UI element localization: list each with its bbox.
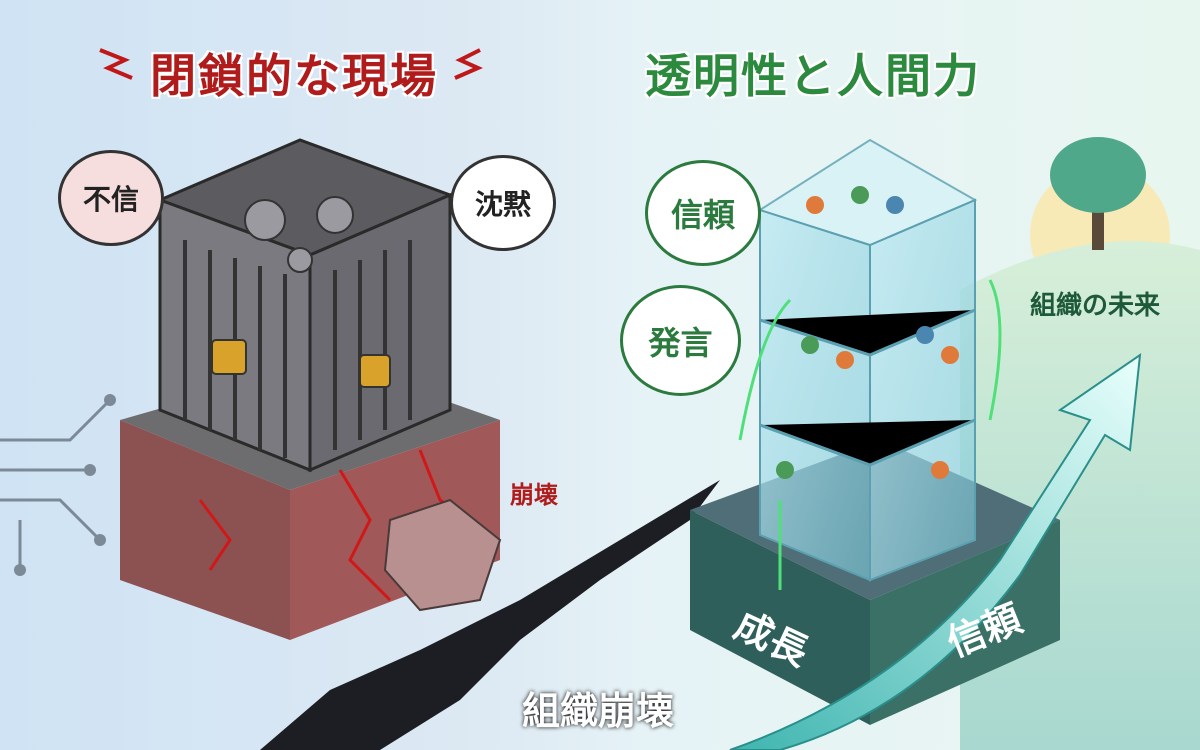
base-block-front (120, 420, 290, 640)
bubble-distrust: 不信 (58, 150, 164, 246)
bubble-silence: 沈黙 (450, 155, 556, 251)
cage-side (308, 192, 452, 473)
padlock-icon (359, 354, 391, 388)
tower-side (869, 198, 976, 582)
tower-base-front (690, 510, 870, 725)
ground-crack (260, 480, 720, 750)
collapse-label: 崩壊 (510, 481, 558, 509)
tower-front (759, 208, 871, 582)
growth-arrow (729, 352, 1142, 750)
people (776, 186, 959, 479)
right-title: 透明性と人間力 (645, 49, 981, 103)
padlock-icon (211, 339, 247, 375)
gear-icon (244, 196, 354, 273)
org-collapse-label: 組織崩壊 (522, 689, 675, 733)
bubble-trust: 信頼 (645, 160, 761, 266)
circuit-lines (0, 398, 112, 570)
bubble-speak-up: 発言 (620, 285, 741, 396)
left-title: 閉鎖的な現場 (150, 49, 438, 103)
rubble (383, 498, 502, 612)
tree-canopy (1050, 137, 1146, 213)
org-future-label: 組織の未来 (1030, 291, 1161, 321)
